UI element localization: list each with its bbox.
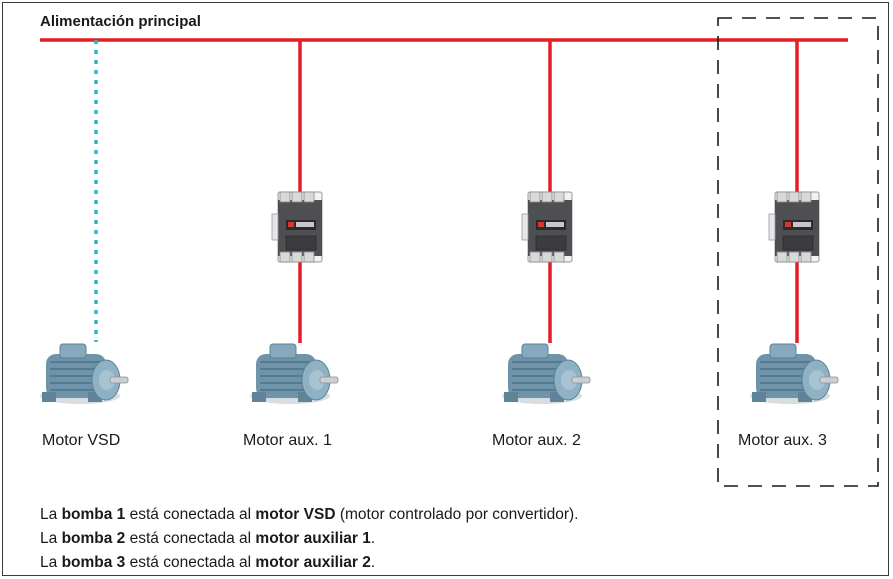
- contactor-icon: [271, 191, 323, 263]
- contactor-icon: [521, 191, 573, 263]
- contactor-icon: [768, 191, 820, 263]
- description-line-1: La bomba 1 está conectada al motor VSD (…: [40, 506, 579, 523]
- description-line-2: La bomba 2 está conectada al motor auxil…: [40, 530, 376, 547]
- motor-label-aux-2: Motor aux. 2: [492, 432, 581, 449]
- description-line-3: La bomba 3 está conectada al motor auxil…: [40, 554, 376, 571]
- motor-icon: [749, 343, 839, 405]
- motor-icon: [39, 343, 129, 405]
- motor-label-vsd: Motor VSD: [42, 432, 121, 449]
- aux-3-dashed-enclosure: [717, 17, 879, 487]
- main-supply-title: Alimentación principal: [40, 13, 201, 30]
- motor-icon: [249, 343, 339, 405]
- motor-label-aux-1: Motor aux. 1: [243, 432, 332, 449]
- motor-icon: [501, 343, 591, 405]
- motor-label-aux-3: Motor aux. 3: [738, 432, 827, 449]
